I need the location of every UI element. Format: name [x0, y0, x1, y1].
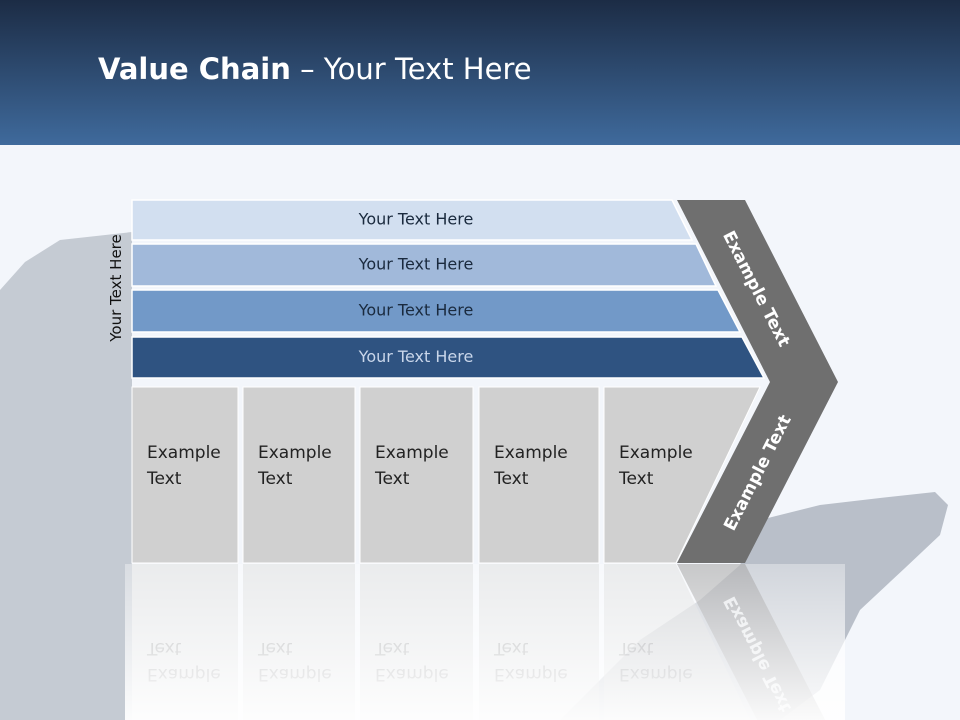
- box-1: [131, 386, 239, 564]
- box-4-line2: Text: [493, 469, 529, 489]
- box-3: [359, 386, 474, 564]
- box-4: [478, 386, 600, 564]
- background-silhouette-left: [0, 232, 132, 720]
- band-1: [131, 199, 694, 241]
- box-5: [603, 386, 761, 564]
- page-title: Value Chain – Your Text Here: [98, 52, 532, 86]
- side-label: Your Text Here: [107, 234, 125, 342]
- box-2-line1: Example: [258, 443, 332, 463]
- box-3-line1: Example: [375, 443, 449, 463]
- band-1-label: Your Text Here: [358, 210, 474, 229]
- band-2-label: Your Text Here: [358, 255, 474, 274]
- box-2-line2: Text: [257, 469, 293, 489]
- chevron-arrow: [677, 200, 838, 563]
- box-2: [242, 386, 356, 564]
- box-5-line1: Example: [619, 443, 693, 463]
- band-3-label: Your Text Here: [358, 301, 474, 320]
- header-banner: [0, 0, 960, 145]
- reflection-fade: [125, 564, 845, 720]
- title-rest: – Your Text Here: [290, 52, 532, 86]
- box-3-line2: Text: [374, 469, 410, 489]
- band-2: [131, 243, 718, 287]
- band-3: [131, 289, 742, 333]
- box-5-line2: Text: [618, 469, 654, 489]
- band-4-label: Your Text Here: [358, 347, 474, 366]
- band-4: [131, 336, 766, 379]
- box-1-line1: Example: [147, 443, 221, 463]
- box-1-line2: Text: [146, 469, 182, 489]
- box-4-line1: Example: [494, 443, 568, 463]
- title-bold: Value Chain: [98, 52, 291, 86]
